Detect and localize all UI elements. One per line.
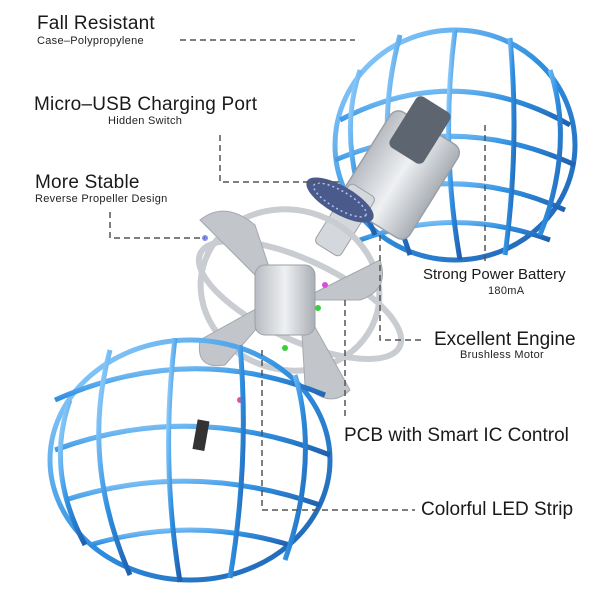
battery-core <box>315 96 461 257</box>
engine-subtitle: Brushless Motor <box>460 349 544 361</box>
engine-title: Excellent Engine <box>434 329 576 350</box>
battery-subtitle: 180mA <box>488 285 525 297</box>
battery-title: Strong Power Battery <box>423 266 566 283</box>
fall-resistant-title: Fall Resistant <box>37 13 155 34</box>
bottom-core <box>192 419 210 451</box>
callout-lines <box>109 39 486 511</box>
led-strip-title: Colorful LED Strip <box>421 499 574 520</box>
fall-resistant-subtitle: Case–Polypropylene <box>37 35 144 47</box>
pcb-disc <box>306 177 374 223</box>
charging-port-subtitle: Hidden Switch <box>108 115 183 127</box>
propeller-blades <box>198 210 383 400</box>
more-stable-title: More Stable <box>35 172 140 193</box>
bottom-hemisphere-cage <box>47 337 333 583</box>
propeller-frame <box>195 206 405 374</box>
charging-port-title: Micro–USB Charging Port <box>34 94 258 115</box>
more-stable-subtitle: Reverse Propeller Design <box>35 193 168 205</box>
pcb-title: PCB with Smart IC Control <box>344 425 569 446</box>
